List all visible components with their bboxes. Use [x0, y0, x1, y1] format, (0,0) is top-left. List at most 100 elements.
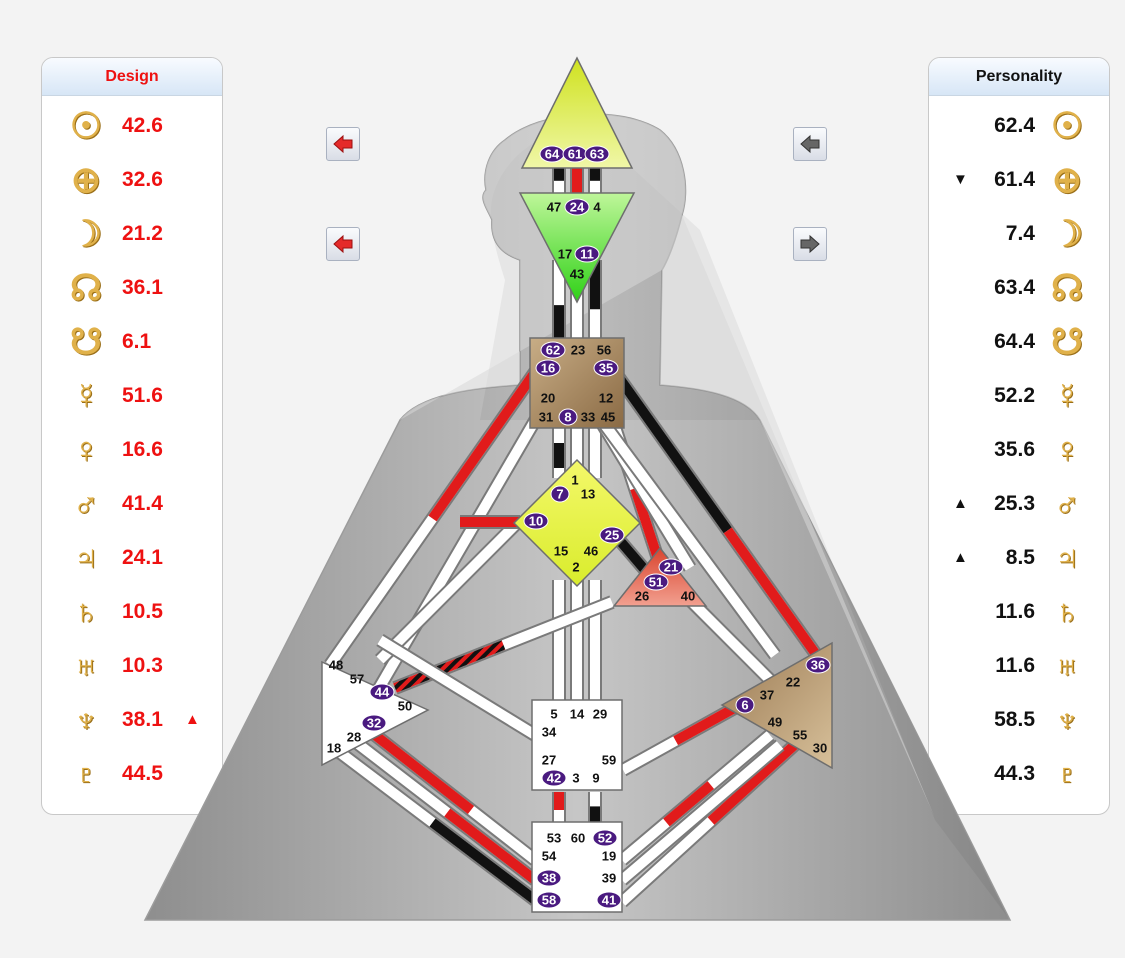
gate: 54	[542, 849, 557, 864]
planet-value: 62.4	[994, 114, 1035, 137]
planet-value: 41.4	[122, 492, 163, 515]
mars-icon: ♂	[72, 483, 100, 524]
gate: 33	[581, 410, 595, 425]
gate: 20	[541, 391, 555, 406]
gate-number: 29	[593, 707, 607, 722]
uranus-icon: ♅	[1053, 645, 1081, 686]
gate-number: 41	[602, 893, 616, 908]
gate-number: 22	[786, 675, 800, 690]
gate-number: 18	[327, 741, 341, 756]
gate-number: 57	[350, 672, 364, 687]
gate: 40	[681, 589, 695, 604]
gate-number: 30	[813, 741, 827, 756]
gate-number: 2	[572, 560, 579, 575]
uranus-icon: ♅	[72, 645, 100, 686]
gate-number: 13	[581, 487, 595, 502]
ajna-center	[518, 192, 636, 304]
gate-number: 27	[542, 753, 556, 768]
arrow-left-icon	[800, 134, 820, 154]
design-prev-button-2[interactable]	[326, 227, 360, 261]
planet-value: 24.1	[122, 546, 163, 569]
planet-row: ☽ 7.4	[929, 212, 1109, 256]
personality-next-button[interactable]	[793, 227, 827, 261]
gate-active: 11	[574, 245, 600, 263]
planet-row: ♇44.3	[929, 752, 1109, 796]
planet-value: 7.4	[1005, 222, 1035, 245]
planet-row: ♀35.6	[929, 428, 1109, 472]
gate: 19	[602, 849, 616, 864]
gate-active: 36	[805, 656, 831, 674]
gate-number: 4	[593, 200, 601, 215]
gate-number: 24	[570, 200, 585, 215]
planet-value: 11.6	[995, 600, 1035, 623]
neptune-icon: ♆	[1053, 699, 1081, 740]
gate-number: 15	[554, 544, 568, 559]
g-center	[512, 458, 642, 588]
channel-segment	[663, 781, 715, 827]
arrow-marker: ▲	[185, 711, 200, 728]
gate-active: 52	[592, 829, 618, 847]
gate-number: 1	[571, 473, 578, 488]
planet-row: ⊕61.4▼	[929, 158, 1109, 202]
gate-number: 20	[541, 391, 555, 406]
channel-segment	[429, 818, 539, 904]
gate-number: 38	[542, 871, 556, 886]
saturn-icon: ♄	[1053, 591, 1081, 632]
head-shadow	[480, 125, 1010, 920]
gate-number: 59	[602, 753, 616, 768]
gate-number: 63	[590, 147, 604, 162]
gate: 43	[570, 267, 584, 282]
planet-row: ♂ 41.4	[42, 482, 222, 526]
gate-number: 31	[539, 410, 553, 425]
sun-icon: ☉	[69, 105, 103, 146]
gate: 4	[593, 200, 601, 215]
shoulder-light	[400, 113, 935, 819]
gate-active: 38	[536, 869, 562, 887]
gate-active: 44	[369, 683, 395, 701]
planet-value: 52.2	[994, 384, 1035, 407]
gate-number: 17	[558, 247, 572, 262]
planet-row: ♆38.1▲	[42, 698, 222, 742]
gate-number: 19	[602, 849, 616, 864]
gate-number: 5	[550, 707, 557, 722]
planet-row: ☽21.2	[42, 212, 222, 256]
gate: 34	[542, 725, 557, 740]
gate-active: 24	[564, 198, 590, 216]
gate-number: 35	[599, 361, 613, 376]
gate: 29	[593, 707, 607, 722]
gate-number: 53	[547, 831, 561, 846]
planet-row: ☉62.4	[929, 104, 1109, 148]
gate: 17	[558, 247, 572, 262]
gate-number: 12	[599, 391, 613, 406]
gate-active: 41	[596, 891, 622, 909]
gate-number: 21	[664, 560, 678, 575]
gate: 27	[542, 753, 556, 768]
gate: 49	[768, 715, 782, 730]
personality-panel: Personality ☉62.4⊕61.4▼☽7.4☊63.4☋64.4☿52…	[928, 57, 1110, 815]
planet-row: ☊63.4	[929, 266, 1109, 310]
gate-number: 32	[367, 716, 381, 731]
planet-value: 38.1	[122, 708, 163, 731]
mars-icon: ♂	[1053, 483, 1081, 524]
planet-value: 10.3	[122, 654, 163, 677]
planet-row: ☿52.2	[929, 374, 1109, 418]
gate-number: 51	[649, 575, 663, 590]
design-title: Design	[42, 58, 222, 96]
moon-icon: ☽	[1050, 213, 1084, 254]
gate-active: 32	[361, 714, 387, 732]
gate: 26	[635, 589, 649, 604]
gate-number: 43	[570, 267, 584, 282]
gate-number: 34	[542, 725, 557, 740]
gate-number: 50	[398, 699, 412, 714]
gate-number: 23	[571, 343, 585, 358]
channel-segment	[377, 635, 538, 740]
gate-number: 14	[570, 707, 585, 722]
planet-value: 11.6	[995, 654, 1035, 677]
sacral-center	[531, 699, 623, 791]
planet-value: 10.5	[122, 600, 163, 623]
channel-segment	[371, 731, 475, 814]
design-prev-button[interactable]	[326, 127, 360, 161]
personality-prev-button[interactable]	[793, 127, 827, 161]
